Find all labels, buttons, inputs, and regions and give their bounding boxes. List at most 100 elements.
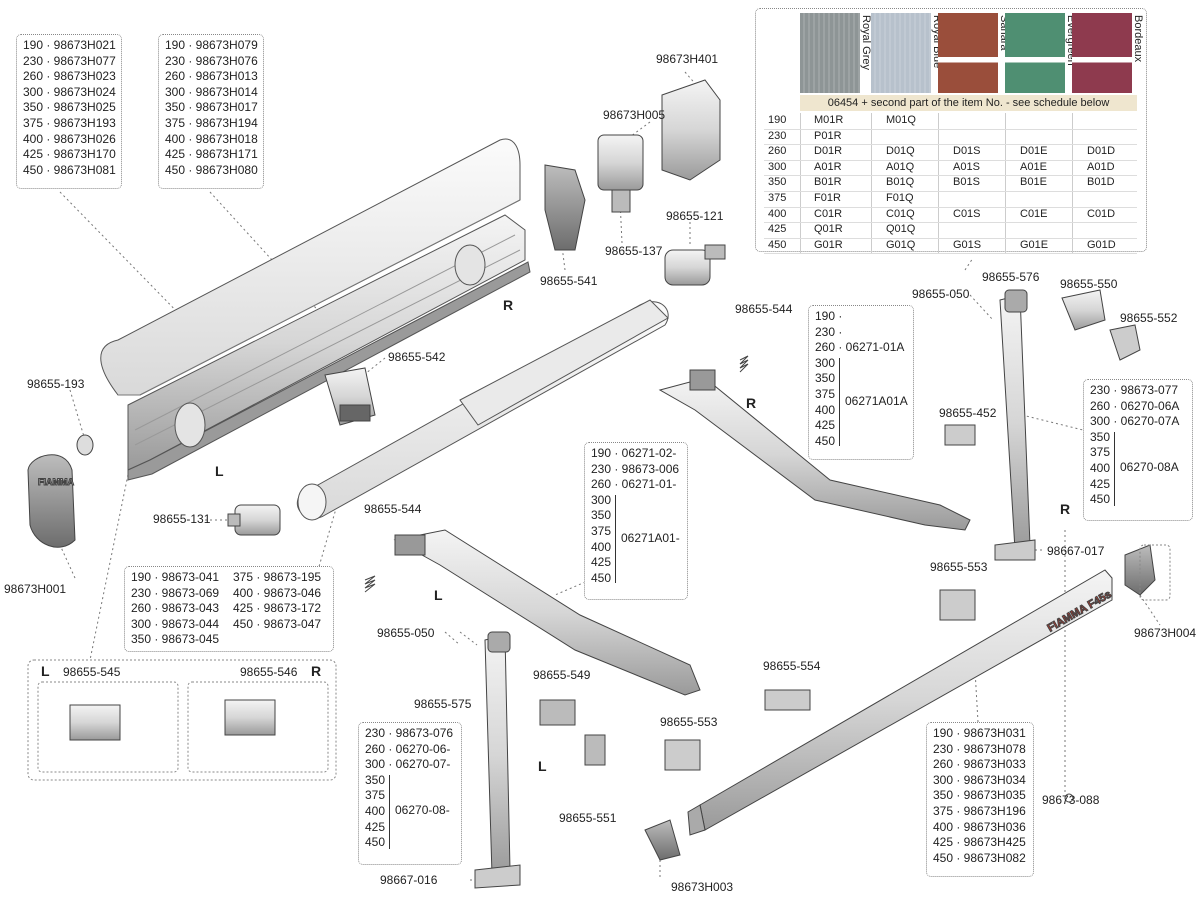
- code-cell: A01E: [1020, 160, 1047, 173]
- end-cap-left: FIAMMA: [27, 454, 76, 548]
- part-label: 98655-121: [666, 209, 724, 223]
- code-line: 350 · 98673-045: [131, 632, 220, 647]
- leg-right: [994, 289, 1036, 561]
- code-cell: D01E: [1020, 145, 1048, 158]
- code-line: 400 · 98673H018: [165, 131, 258, 146]
- arm-left: [393, 529, 701, 696]
- swatch-sahara: [938, 13, 998, 93]
- code-line: 260 · 98673H013: [165, 69, 258, 84]
- code-line: 350 · 98673H025: [23, 100, 116, 115]
- code-cell: G01Q: [886, 238, 916, 251]
- profile-code-box: 190 · 98673H079 230 · 98673H076 260 · 98…: [158, 34, 264, 189]
- code-cell: Q01R: [814, 223, 843, 236]
- code-cell: D01Q: [886, 145, 915, 158]
- size-cell: 450: [768, 238, 787, 251]
- size-cell: 300: [768, 160, 787, 173]
- swatch-name: Bordeaux: [1132, 15, 1144, 63]
- code-cell: Q01Q: [886, 223, 916, 236]
- bracket-542: [324, 367, 376, 426]
- part-label: 98655-553: [930, 560, 988, 574]
- code-line: 375 · 98673H196: [933, 803, 1026, 818]
- part-label: 98655-546: [240, 665, 298, 679]
- table-header: 06454 + second part of the item No. - se…: [800, 95, 1137, 111]
- cover-profile: [100, 138, 521, 396]
- code-line: 190 · 98673-041: [131, 570, 220, 584]
- part-label: 98673H401: [656, 52, 719, 66]
- code-line: 400 · 98673H026: [23, 131, 116, 146]
- roller-plug-left: [227, 504, 281, 536]
- part-label: 98655-553: [660, 715, 718, 729]
- part-label: 98655-552: [1120, 311, 1178, 325]
- size-cell: 425: [768, 223, 787, 236]
- code-line: 190 ·: [815, 309, 843, 323]
- code-line: 450: [1090, 492, 1111, 507]
- code-cell: A01S: [953, 160, 980, 173]
- code-line: 260 · 06270-06-: [365, 741, 451, 756]
- code-line: 260 · 98673H023: [23, 69, 116, 84]
- code-line: 350: [815, 371, 836, 386]
- part-label: 98655-575: [414, 697, 472, 711]
- part-label: 98667-017: [1047, 544, 1105, 558]
- code-line: 375 · 98673H193: [23, 115, 116, 130]
- side-marker: R: [746, 395, 757, 411]
- part-label: 98655-050: [377, 626, 435, 640]
- bushing: [76, 434, 94, 456]
- part-label: 98655-576: [982, 270, 1040, 284]
- code-line: 450 · 98673H082: [933, 850, 1026, 865]
- code-line: 230 · 98673-069: [131, 585, 220, 600]
- code-line: 450: [815, 433, 836, 448]
- code-line: 425: [815, 418, 836, 433]
- code-cell: D01S: [953, 145, 981, 158]
- size-cell: 230: [768, 129, 787, 142]
- code-cell: A01Q: [886, 160, 915, 173]
- code-line: 375: [591, 523, 612, 538]
- code-line: 300 · 06270-07A: [1090, 414, 1180, 429]
- code-line: 425: [591, 555, 612, 570]
- swatch-royal-blue: [871, 13, 931, 93]
- code-line: 425 · 98673H170: [23, 147, 116, 162]
- code-line: 425 · 98673-172: [233, 601, 322, 616]
- code-line: 350: [365, 772, 386, 787]
- code-line: 350 · 98673H035: [933, 788, 1026, 803]
- code-line: 375: [365, 788, 386, 803]
- group-code: 06270-08A: [1120, 459, 1179, 474]
- kit-frames: [27, 544, 1171, 781]
- code-line: 425 · 98673H425: [933, 835, 1026, 850]
- main-profile: [127, 214, 531, 481]
- code-line: 260 · 98673H033: [933, 757, 1026, 772]
- code-cell: B01D: [1087, 176, 1115, 189]
- code-line: 230 · 98673-077: [1090, 383, 1179, 397]
- arm-right: [658, 369, 971, 531]
- code-cell: C01S: [953, 207, 981, 220]
- side-marker: L: [41, 663, 50, 679]
- code-cell: B01R: [814, 176, 842, 189]
- part-label: 98667-016: [380, 873, 438, 887]
- kit-parts: [69, 699, 276, 741]
- code-line: 350 · 98673H017: [165, 100, 258, 115]
- code-line: 190 · 06271-02-: [591, 446, 677, 460]
- code-line: 230 · 98673H076: [165, 53, 258, 68]
- code-line: 450 · 98673H081: [23, 162, 116, 177]
- code-line: 425 · 98673H171: [165, 147, 258, 162]
- code-line: 300: [591, 492, 612, 507]
- code-cell: B01E: [1020, 176, 1047, 189]
- code-line: 190 · 98673H079: [165, 38, 258, 52]
- code-cell: B01Q: [886, 176, 915, 189]
- part-label: 98673H001: [4, 582, 67, 596]
- part-label: 98655-544: [364, 502, 422, 516]
- code-line: 350: [1090, 429, 1111, 444]
- springs: [364, 355, 749, 593]
- code-line: 350: [591, 508, 612, 523]
- size-cell: 350: [768, 176, 787, 189]
- code-cell: P01R: [814, 129, 842, 142]
- side-marker: R: [311, 663, 322, 679]
- side-marker: R: [503, 297, 514, 313]
- code-line: 425: [1090, 476, 1111, 491]
- arm-right-code-box: 190 · 230 · 260 · 06271-01A 300 350 375 …: [808, 305, 914, 460]
- code-line: 300 · 98673H024: [23, 84, 116, 99]
